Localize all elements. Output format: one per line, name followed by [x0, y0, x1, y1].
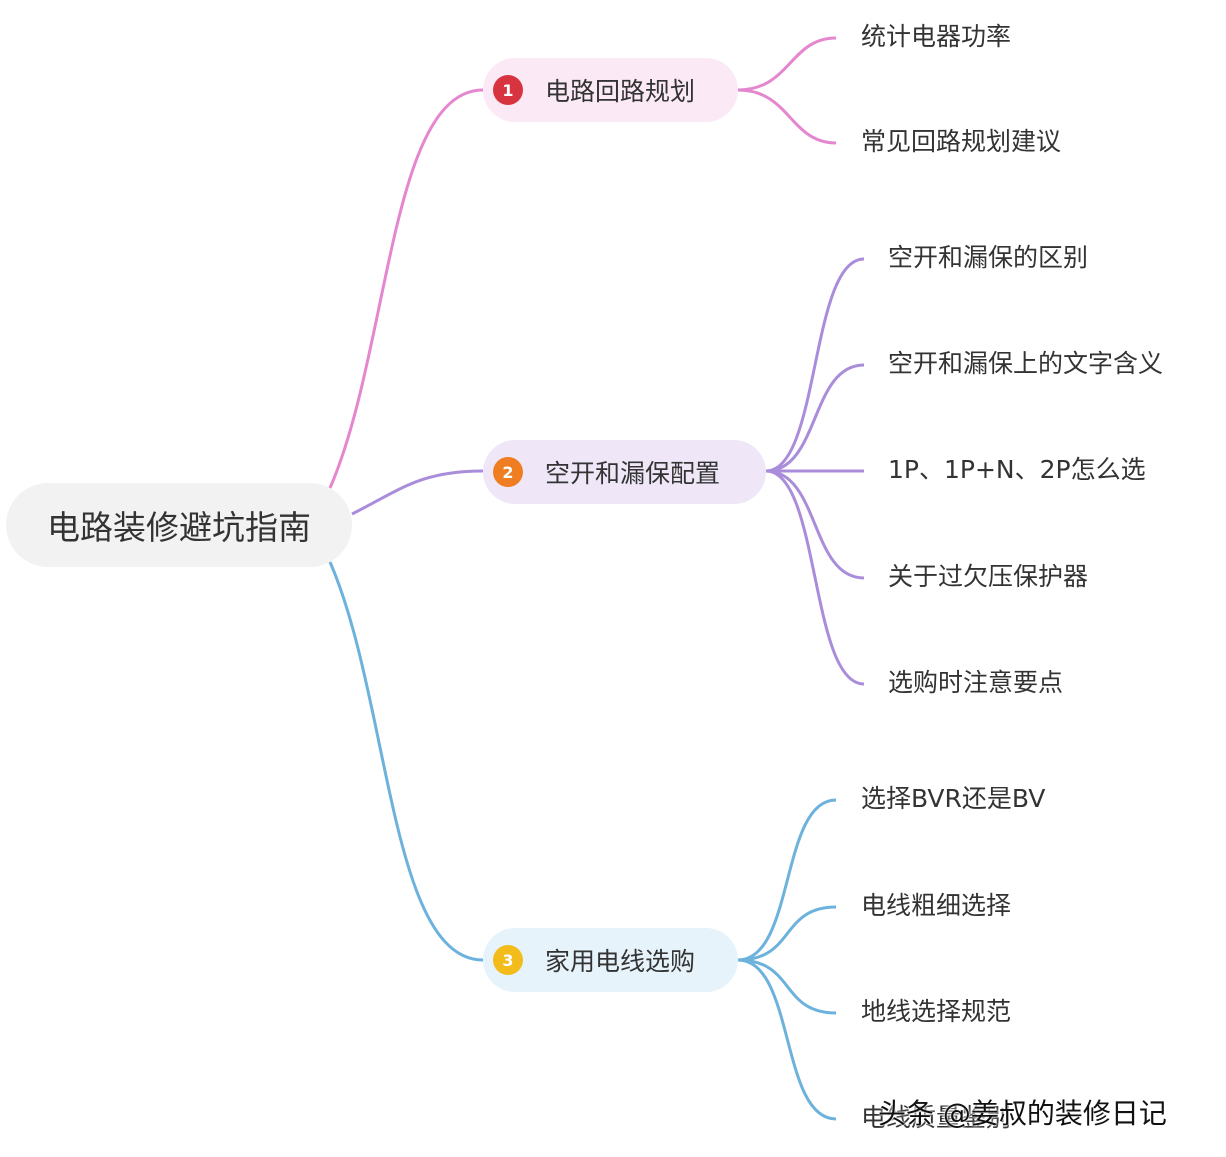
leaf-topic-1-2[interactable]: 常见回路规划建议 [861, 127, 1062, 156]
branch-topic-1-label: 电路回路规划 [545, 77, 696, 106]
branch-topic-2[interactable]: 2 空开和漏保配置 [483, 440, 766, 504]
leaf-topic-2-4[interactable]: 关于过欠压保护器 [888, 562, 1089, 591]
branch-topic-3[interactable]: 3 家用电线选购 [483, 928, 738, 992]
branch-topic-2-label: 空开和漏保配置 [545, 459, 721, 488]
connector-branch-3-leaf-4 [737, 958, 837, 1121]
leaf-topic-2-5[interactable]: 选购时注意要点 [888, 668, 1064, 697]
leaf-topic-3-3[interactable]: 地线选择规范 [861, 997, 1012, 1026]
branch-topic-3-label: 家用电线选购 [545, 947, 696, 976]
branch-topic-1[interactable]: 1 电路回路规划 [483, 58, 738, 122]
connector-branch-3-leaf-1 [737, 798, 837, 962]
connector-branch-2-leaf-4 [765, 469, 865, 580]
leaf-topic-2-1[interactable]: 空开和漏保的区别 [888, 243, 1089, 272]
connector-root-branch-2 [351, 469, 484, 516]
number-badge-3-icon: 3 [493, 945, 523, 975]
watermark-text: 头条 @姜叔的装修日记 [878, 1097, 1167, 1130]
connector-branch-1-leaf-2 [737, 88, 837, 145]
root-topic[interactable]: 电路装修避坑指南 [6, 483, 352, 567]
connector-branch-2-leaf-1 [765, 257, 865, 473]
number-badge-2-icon: 2 [493, 457, 523, 487]
leaf-topic-1-1[interactable]: 统计电器功率 [861, 22, 1012, 51]
number-badge-1-icon: 1 [493, 75, 523, 105]
leaf-topic-3-2[interactable]: 电线粗细选择 [861, 891, 1012, 920]
leaf-topic-2-2[interactable]: 空开和漏保上的文字含义 [888, 349, 1164, 378]
connector-branch-2-leaf-2 [765, 363, 865, 473]
connector-branch-1-leaf-1 [737, 36, 837, 92]
leaf-topic-3-4[interactable]: 电线质量鉴别 [861, 1103, 1012, 1132]
leaf-topic-2-3[interactable]: 1P、1P+N、2P怎么选 [888, 455, 1146, 484]
connector-root-branch-3 [328, 561, 484, 962]
connector-branch-3-leaf-3 [737, 958, 837, 1015]
connector-branch-3-leaf-2 [737, 905, 837, 962]
root-topic-label: 电路装修避坑指南 [47, 508, 311, 547]
connector-root-branch-1 [328, 88, 484, 489]
leaf-topic-3-1[interactable]: 选择BVR还是BV [861, 784, 1046, 813]
connector-branch-2-leaf-5 [765, 469, 865, 686]
